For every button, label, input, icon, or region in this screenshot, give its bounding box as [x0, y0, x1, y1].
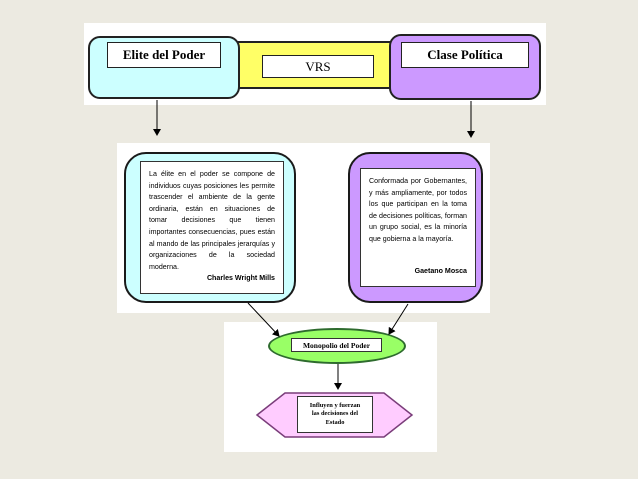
clase-politica-label: Clase Política: [401, 42, 529, 68]
hexagon-label: Influyen y fuerzan las decisiones del Es…: [309, 401, 361, 426]
clase-politica-box: Clase Política: [389, 34, 541, 100]
left-concept-author: Charles Wright Mills: [206, 274, 275, 283]
hexagon-label-box: Influyen y fuerzan las decisiones del Es…: [297, 396, 373, 433]
vrs-label: VRS: [262, 55, 374, 78]
elite-del-poder-label: Elite del Poder: [107, 41, 221, 68]
monopolio-label: Monopolio del Poder: [302, 340, 371, 350]
left-concept-text: La élite en el poder se compone de indiv…: [149, 170, 275, 271]
right-concept-text: Conformada por Gobernantes, y más amplia…: [369, 177, 467, 243]
left-concept-card: La élite en el poder se compone de indiv…: [140, 161, 284, 294]
right-concept-card: Conformada por Gobernantes, y más amplia…: [360, 168, 476, 287]
elite-del-poder-box: Elite del Poder: [88, 36, 240, 99]
right-concept-author: Gaetano Mosca: [414, 266, 467, 275]
monopolio-label-box: Monopolio del Poder: [291, 338, 382, 352]
